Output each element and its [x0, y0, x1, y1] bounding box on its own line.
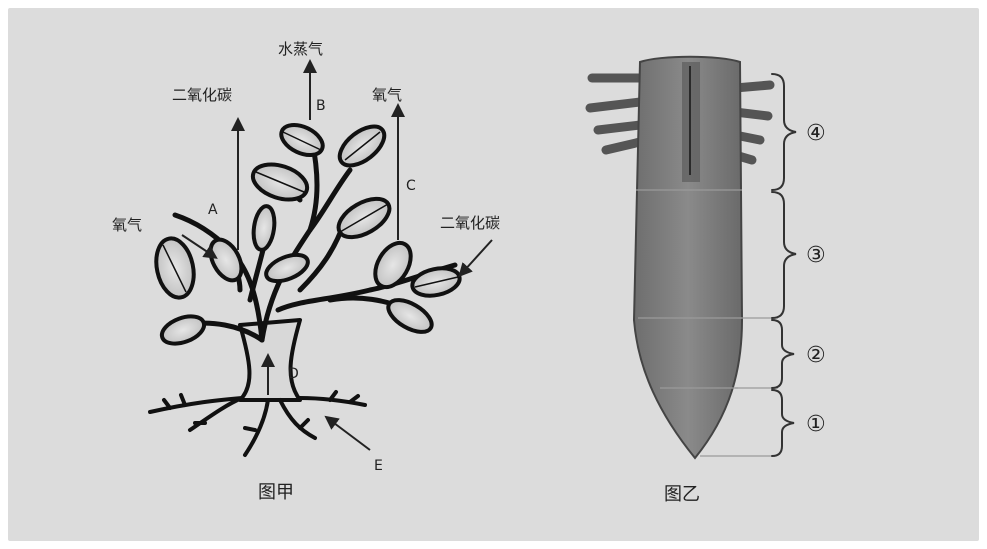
root-tip-diagram: ④ ③ ② ① 图乙 [590, 57, 826, 505]
arrow-E [330, 420, 370, 450]
letter-A: A [208, 202, 218, 218]
letter-B: B [316, 98, 326, 114]
letter-C: C [406, 178, 416, 194]
label-water-vapor: 水蒸气 [278, 40, 323, 58]
label-oxygen-right: 氧气 [372, 86, 402, 104]
label-oxygen-left: 氧气 [112, 216, 142, 234]
letter-D: D [288, 366, 299, 382]
region-braces [772, 74, 796, 456]
label-co2-right: 二氧化碳 [440, 214, 500, 232]
region-3: ③ [806, 243, 826, 268]
caption-yi: 图乙 [664, 484, 700, 505]
plant-diagram: 水蒸气 二氧化碳 氧气 氧气 二氧化碳 A B C D E 图甲 [112, 40, 500, 503]
arrow-co2-in [463, 240, 492, 272]
region-4: ④ [806, 121, 826, 146]
label-co2-left: 二氧化碳 [172, 86, 232, 104]
region-2: ② [806, 343, 826, 368]
caption-jia: 图甲 [258, 482, 294, 503]
letter-E: E [374, 458, 383, 474]
region-1: ① [806, 412, 826, 437]
